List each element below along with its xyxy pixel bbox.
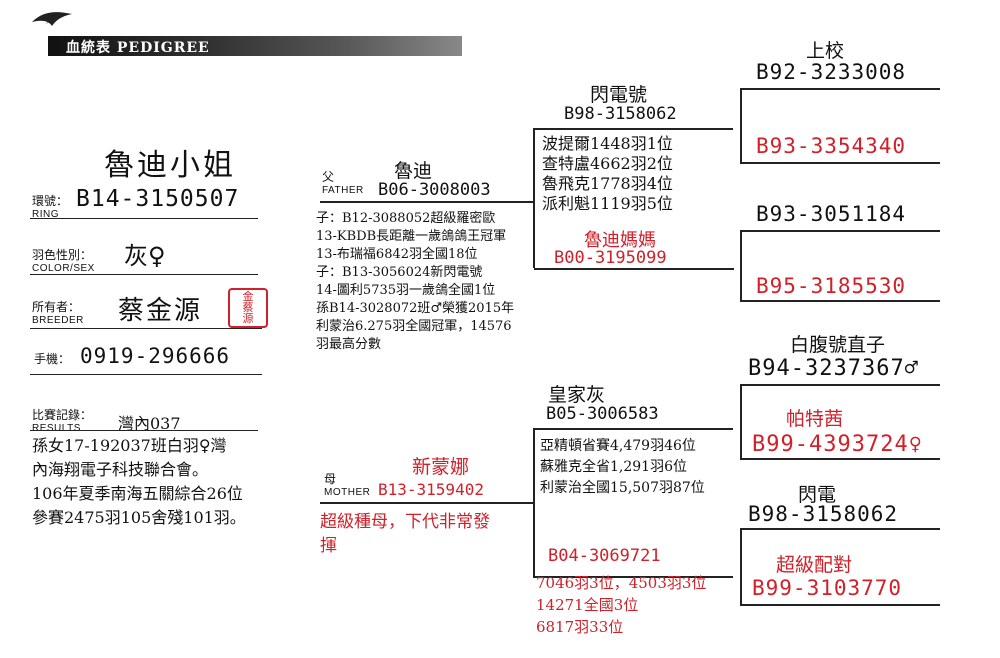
father-note: 13-KBDB長距離一歲鴿鴿王冠軍 bbox=[316, 229, 507, 244]
ff-ring: B98-3158062 bbox=[564, 104, 677, 124]
phone-value: 0919-296666 bbox=[80, 344, 231, 368]
mother-notes: 超級種母，下代非常發 揮 bbox=[320, 510, 490, 558]
results-line: 106年夏季南海五關綜合26位 bbox=[32, 484, 243, 503]
gen3-ring-6: B99-4393724♀ bbox=[752, 432, 923, 457]
gen3-ring-7: B98-3158062 bbox=[748, 502, 899, 526]
header-logo bbox=[28, 6, 76, 32]
mf-note: 利蒙治全國15,507羽87位 bbox=[540, 480, 705, 496]
fm-name: 魯迪媽媽 bbox=[584, 230, 656, 251]
father-notes: 子：B12-3088052超級羅密歐 13-KBDB長距離一歲鴿鴿王冠軍 13-… bbox=[316, 210, 514, 354]
father-note: 13-布瑞福6842羽全國18位 bbox=[316, 247, 478, 262]
ring-label: 環號： RING bbox=[32, 194, 69, 220]
father-note: 利蒙治6.275羽全國冠軍，14576 bbox=[316, 319, 512, 334]
header-title: 血統表 PEDIGREE bbox=[66, 40, 210, 56]
breeder-label: 所有者： BREEDER bbox=[32, 300, 84, 326]
mf-name: 皇家灰 bbox=[548, 384, 606, 406]
mother-ring: B13-3159402 bbox=[378, 480, 484, 499]
ff-notes: 波提爾1448羽1位 查特盧4662羽2位 魯飛克1778羽4位 派利魁1119… bbox=[542, 134, 673, 214]
mf-note: 亞精頓省賽4,479羽46位 bbox=[540, 438, 696, 454]
father-note: 14-圖利5735羽一歲鴿全國1位 bbox=[316, 283, 496, 298]
father-label: 父 FATHER bbox=[322, 170, 364, 196]
mm-ring: B04-3069721 bbox=[548, 546, 661, 566]
bird-icon bbox=[32, 12, 72, 26]
father-note: 羽最高分數 bbox=[316, 337, 382, 352]
mother-label: 母 MOTHER bbox=[324, 472, 371, 498]
ring-value: B14-3150507 bbox=[76, 186, 240, 212]
ff-note: 查特盧4662羽2位 bbox=[542, 154, 673, 173]
fm-ring: B00-3195099 bbox=[554, 248, 667, 268]
gen3-name-1: 上校 bbox=[806, 40, 845, 62]
breeder-value: 蔡金源 bbox=[118, 296, 203, 326]
results-text: 孫女17-192037班白羽♀灣 內海翔電子科技聯合會。 106年夏季南海五關綜… bbox=[32, 434, 246, 530]
gen3-ring-4: B95-3185530 bbox=[756, 274, 907, 298]
gen3-ring-5: B94-3237367♂ bbox=[748, 356, 919, 381]
mm-note: 6817羽33位 bbox=[536, 618, 624, 636]
results-head: 灣內037 bbox=[118, 414, 181, 433]
phone-label: 手機： bbox=[34, 352, 71, 366]
subject-name: 魯迪小姐 bbox=[104, 148, 236, 183]
gen3-ring-3: B93-3051184 bbox=[756, 202, 907, 226]
father-ring: B06-3008003 bbox=[378, 180, 491, 200]
results-label: 比賽記錄： RESULTS bbox=[32, 408, 93, 434]
father-name: 魯迪 bbox=[394, 160, 433, 182]
results-line: 孫女17-192037班白羽♀灣 bbox=[32, 436, 227, 455]
ff-note: 波提爾1448羽1位 bbox=[542, 134, 673, 153]
mf-notes: 亞精頓省賽4,479羽46位 蘇雅克全省1,291羽6位 利蒙治全國15,507… bbox=[540, 436, 705, 499]
ff-note: 派利魁1119羽5位 bbox=[542, 194, 673, 213]
gen3-name-7: 閃電 bbox=[798, 484, 837, 506]
gen3-name-6: 帕特茜 bbox=[786, 408, 844, 430]
mother-name: 新蒙娜 bbox=[412, 456, 470, 478]
color-label: 羽色性別： COLOR/SEX bbox=[32, 248, 95, 274]
breeder-seal: 金蔡源 bbox=[228, 288, 268, 328]
mother-note: 超級種母，下代非常發 bbox=[320, 512, 490, 532]
ff-name: 閃電號 bbox=[590, 84, 648, 106]
mm-note: 7046羽3位，4503羽3位 bbox=[536, 574, 707, 592]
mf-ring: B05-3006583 bbox=[546, 404, 659, 424]
father-note: 子：B12-3088052超級羅密歐 bbox=[316, 211, 496, 226]
gen3-ring-8: B99-3103770 bbox=[752, 576, 903, 600]
mm-notes: 7046羽3位，4503羽3位 14271全國3位 6817羽33位 bbox=[536, 572, 706, 638]
color-value: 灰♀ bbox=[124, 242, 166, 270]
gen3-ring-1: B92-3233008 bbox=[756, 60, 907, 84]
header-bar: 血統表 PEDIGREE bbox=[48, 36, 462, 56]
mm-note: 14271全國3位 bbox=[536, 596, 639, 614]
mf-note: 蘇雅克全省1,291羽6位 bbox=[540, 459, 687, 475]
gen3-name-5: 白腹號直子 bbox=[790, 334, 886, 356]
mother-note: 揮 bbox=[320, 536, 337, 556]
father-note: 孫B14-3028072班♂榮獲2015年 bbox=[316, 301, 515, 316]
results-line: 參賽2475羽105舍殘101羽。 bbox=[32, 508, 246, 527]
gen3-ring-2: B93-3354340 bbox=[756, 134, 907, 158]
gen3-name-8: 超級配對 bbox=[776, 554, 853, 576]
ff-note: 魯飛克1778羽4位 bbox=[542, 174, 673, 193]
results-line: 內海翔電子科技聯合會。 bbox=[32, 460, 209, 479]
father-note: 子：B13-3056024新閃電號 bbox=[316, 265, 483, 280]
